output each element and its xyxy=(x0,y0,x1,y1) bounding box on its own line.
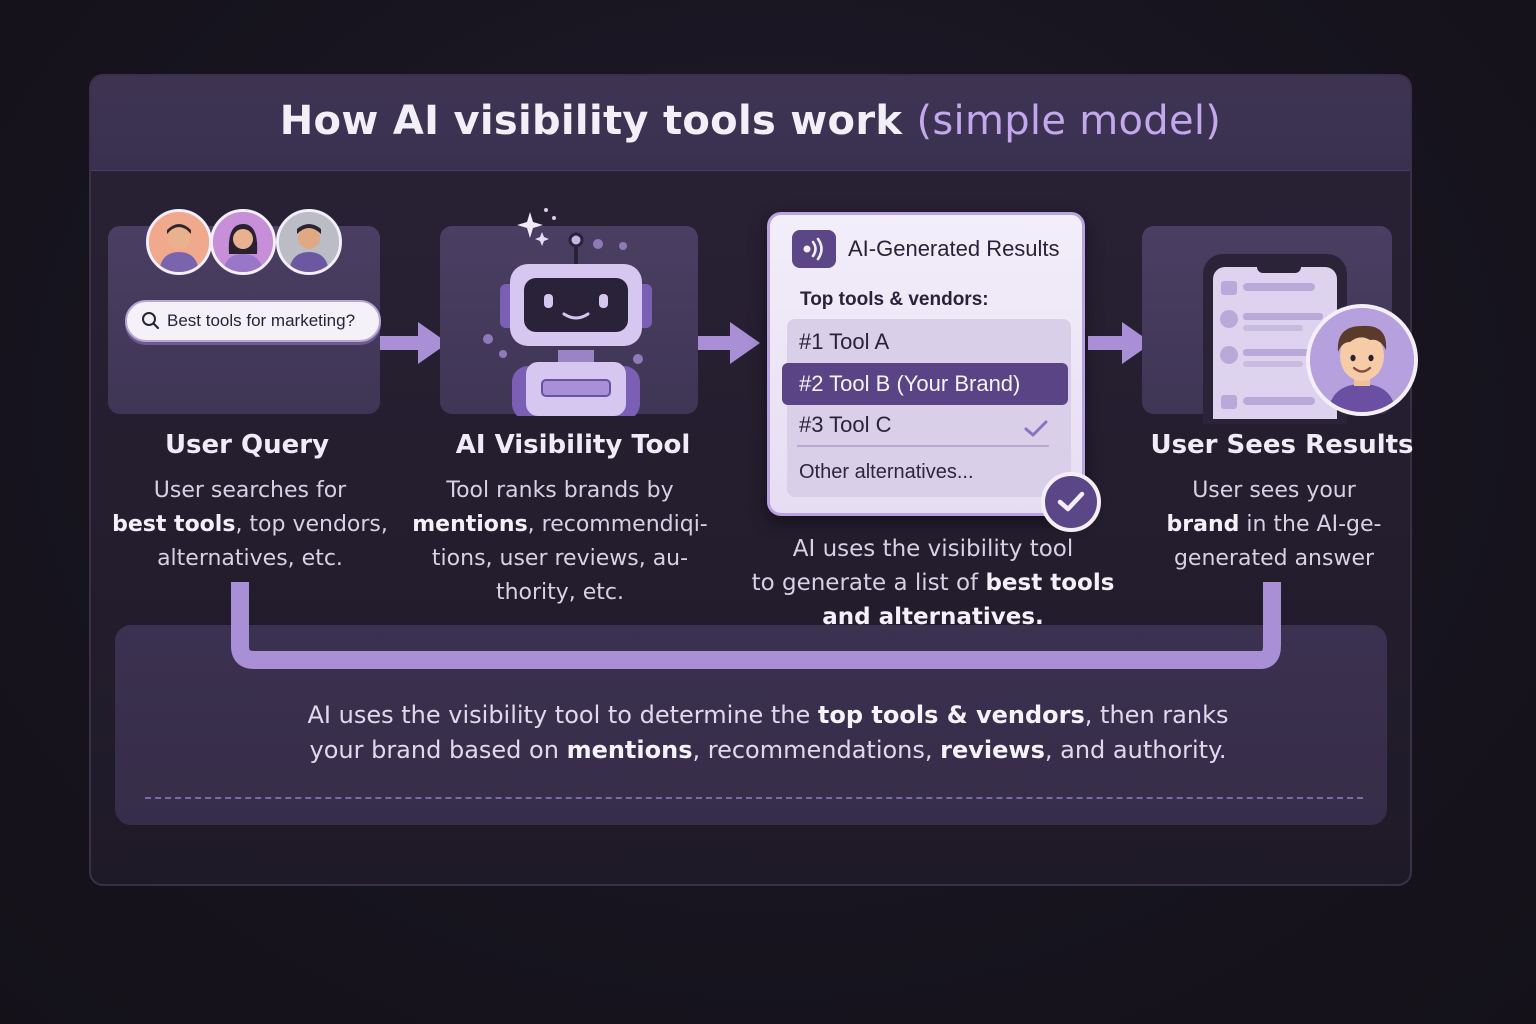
result-item-other: Other alternatives... xyxy=(799,461,974,484)
dashed-divider xyxy=(145,797,1363,799)
text: , recommendations, xyxy=(693,736,941,764)
person-avatar-icon xyxy=(276,209,342,275)
text-line: User searches for xyxy=(100,474,400,508)
text-line: and alternatives. xyxy=(740,600,1126,634)
text: tions, user reviews, au- xyxy=(432,546,688,571)
signal-icon xyxy=(792,230,836,268)
bold-text: brand xyxy=(1167,512,1240,537)
results-header-text: AI-Generated Results xyxy=(848,236,1060,262)
text-line: your brand based on mentions, recommenda… xyxy=(0,733,1536,768)
bold-text: reviews xyxy=(940,736,1045,764)
person-avatar-icon xyxy=(146,209,212,275)
bold-text: top tools & vendors xyxy=(818,701,1085,729)
text-line: to generate a list of best tools xyxy=(740,566,1126,600)
bold-text: best tools xyxy=(112,512,235,537)
text: , top vendors, xyxy=(235,512,387,537)
page-title: How AI visibility tools work (simple mod… xyxy=(91,98,1410,144)
step-title-ai-visibility-tool: AI Visibility Tool xyxy=(440,430,706,460)
text: thority, etc. xyxy=(496,580,624,605)
text: User searches for xyxy=(154,478,346,503)
results-subheader: Top tools & vendors: xyxy=(800,289,989,311)
results-header: AI-Generated Results xyxy=(792,229,1060,269)
text-line: AI uses the visibility tool xyxy=(740,532,1126,566)
text-line: Tool ranks brands by xyxy=(410,474,710,508)
text-line: tions, user reviews, au- xyxy=(410,542,710,576)
results-list: #1 Tool A #2 Tool B (Your Brand) #3 Tool… xyxy=(787,319,1071,497)
person-avatar-icon xyxy=(210,209,276,275)
result-item-1: #1 Tool A xyxy=(799,329,889,355)
text: alternatives, etc. xyxy=(157,546,343,571)
step-title-user-query: User Query xyxy=(108,430,386,460)
text-line: alternatives, etc. xyxy=(100,542,400,576)
step-title-user-sees-results: User Sees Results xyxy=(1150,430,1414,460)
bold-text: best tools xyxy=(985,570,1114,596)
summary-text: AI uses the visibility tool to determine… xyxy=(0,698,1536,768)
title-main: How AI visibility tools work xyxy=(280,98,902,144)
bold-text: mentions xyxy=(567,736,693,764)
results-divider xyxy=(797,445,1049,447)
check-icon xyxy=(1023,419,1049,439)
text-line: best tools, top vendors, xyxy=(100,508,400,542)
text: AI uses the visibility tool xyxy=(793,536,1074,562)
ai-results-card: AI-Generated Results Top tools & vendors… xyxy=(767,212,1085,516)
step-desc-user-sees-results: User sees your brand in the AI-ge-generat… xyxy=(1124,474,1424,576)
text: User sees your xyxy=(1192,478,1356,503)
text-line: generated answer xyxy=(1124,542,1424,576)
text-line: AI uses the visibility tool to determine… xyxy=(0,698,1536,733)
text: , and authority. xyxy=(1045,736,1227,764)
search-input[interactable]: Best tools for marketing? xyxy=(125,300,381,342)
bold-text: and alternatives. xyxy=(822,604,1044,630)
title-bar: How AI visibility tools work (simple mod… xyxy=(91,76,1410,171)
text: your brand based on xyxy=(309,736,566,764)
text: , recommendiqi- xyxy=(528,512,708,537)
text-line: thority, etc. xyxy=(410,576,710,610)
search-query-text: Best tools for marketing? xyxy=(167,311,355,331)
text: generated answer xyxy=(1174,546,1374,571)
step-desc-ai-visibility-tool: Tool ranks brands by mentions, recommendi… xyxy=(410,474,710,610)
search-icon xyxy=(141,311,161,331)
result-item-2-highlighted: #2 Tool B (Your Brand) xyxy=(782,363,1068,405)
person-avatar-icon xyxy=(1306,304,1418,416)
text-line: mentions, recommendiqi- xyxy=(410,508,710,542)
text: to generate a list of xyxy=(752,570,986,596)
title-highlight: (simple model) xyxy=(917,98,1222,144)
result-item-3: #3 Tool C xyxy=(799,412,892,438)
step-desc-user-query: User searches for best tools, top vendors… xyxy=(100,474,400,576)
text: AI uses the visibility tool to determine… xyxy=(308,701,818,729)
arrow-right-icon xyxy=(698,320,762,368)
check-badge-icon xyxy=(1041,472,1101,532)
text: in the AI-ge- xyxy=(1239,512,1381,537)
text: Tool ranks brands by xyxy=(446,478,673,503)
text: , then ranks xyxy=(1085,701,1229,729)
robot-icon xyxy=(478,204,668,416)
text-line: User sees your xyxy=(1124,474,1424,508)
text-line: brand in the AI-ge- xyxy=(1124,508,1424,542)
step-desc-results: AI uses the visibility tool to generate a… xyxy=(740,532,1126,634)
bold-text: mentions xyxy=(412,512,527,537)
